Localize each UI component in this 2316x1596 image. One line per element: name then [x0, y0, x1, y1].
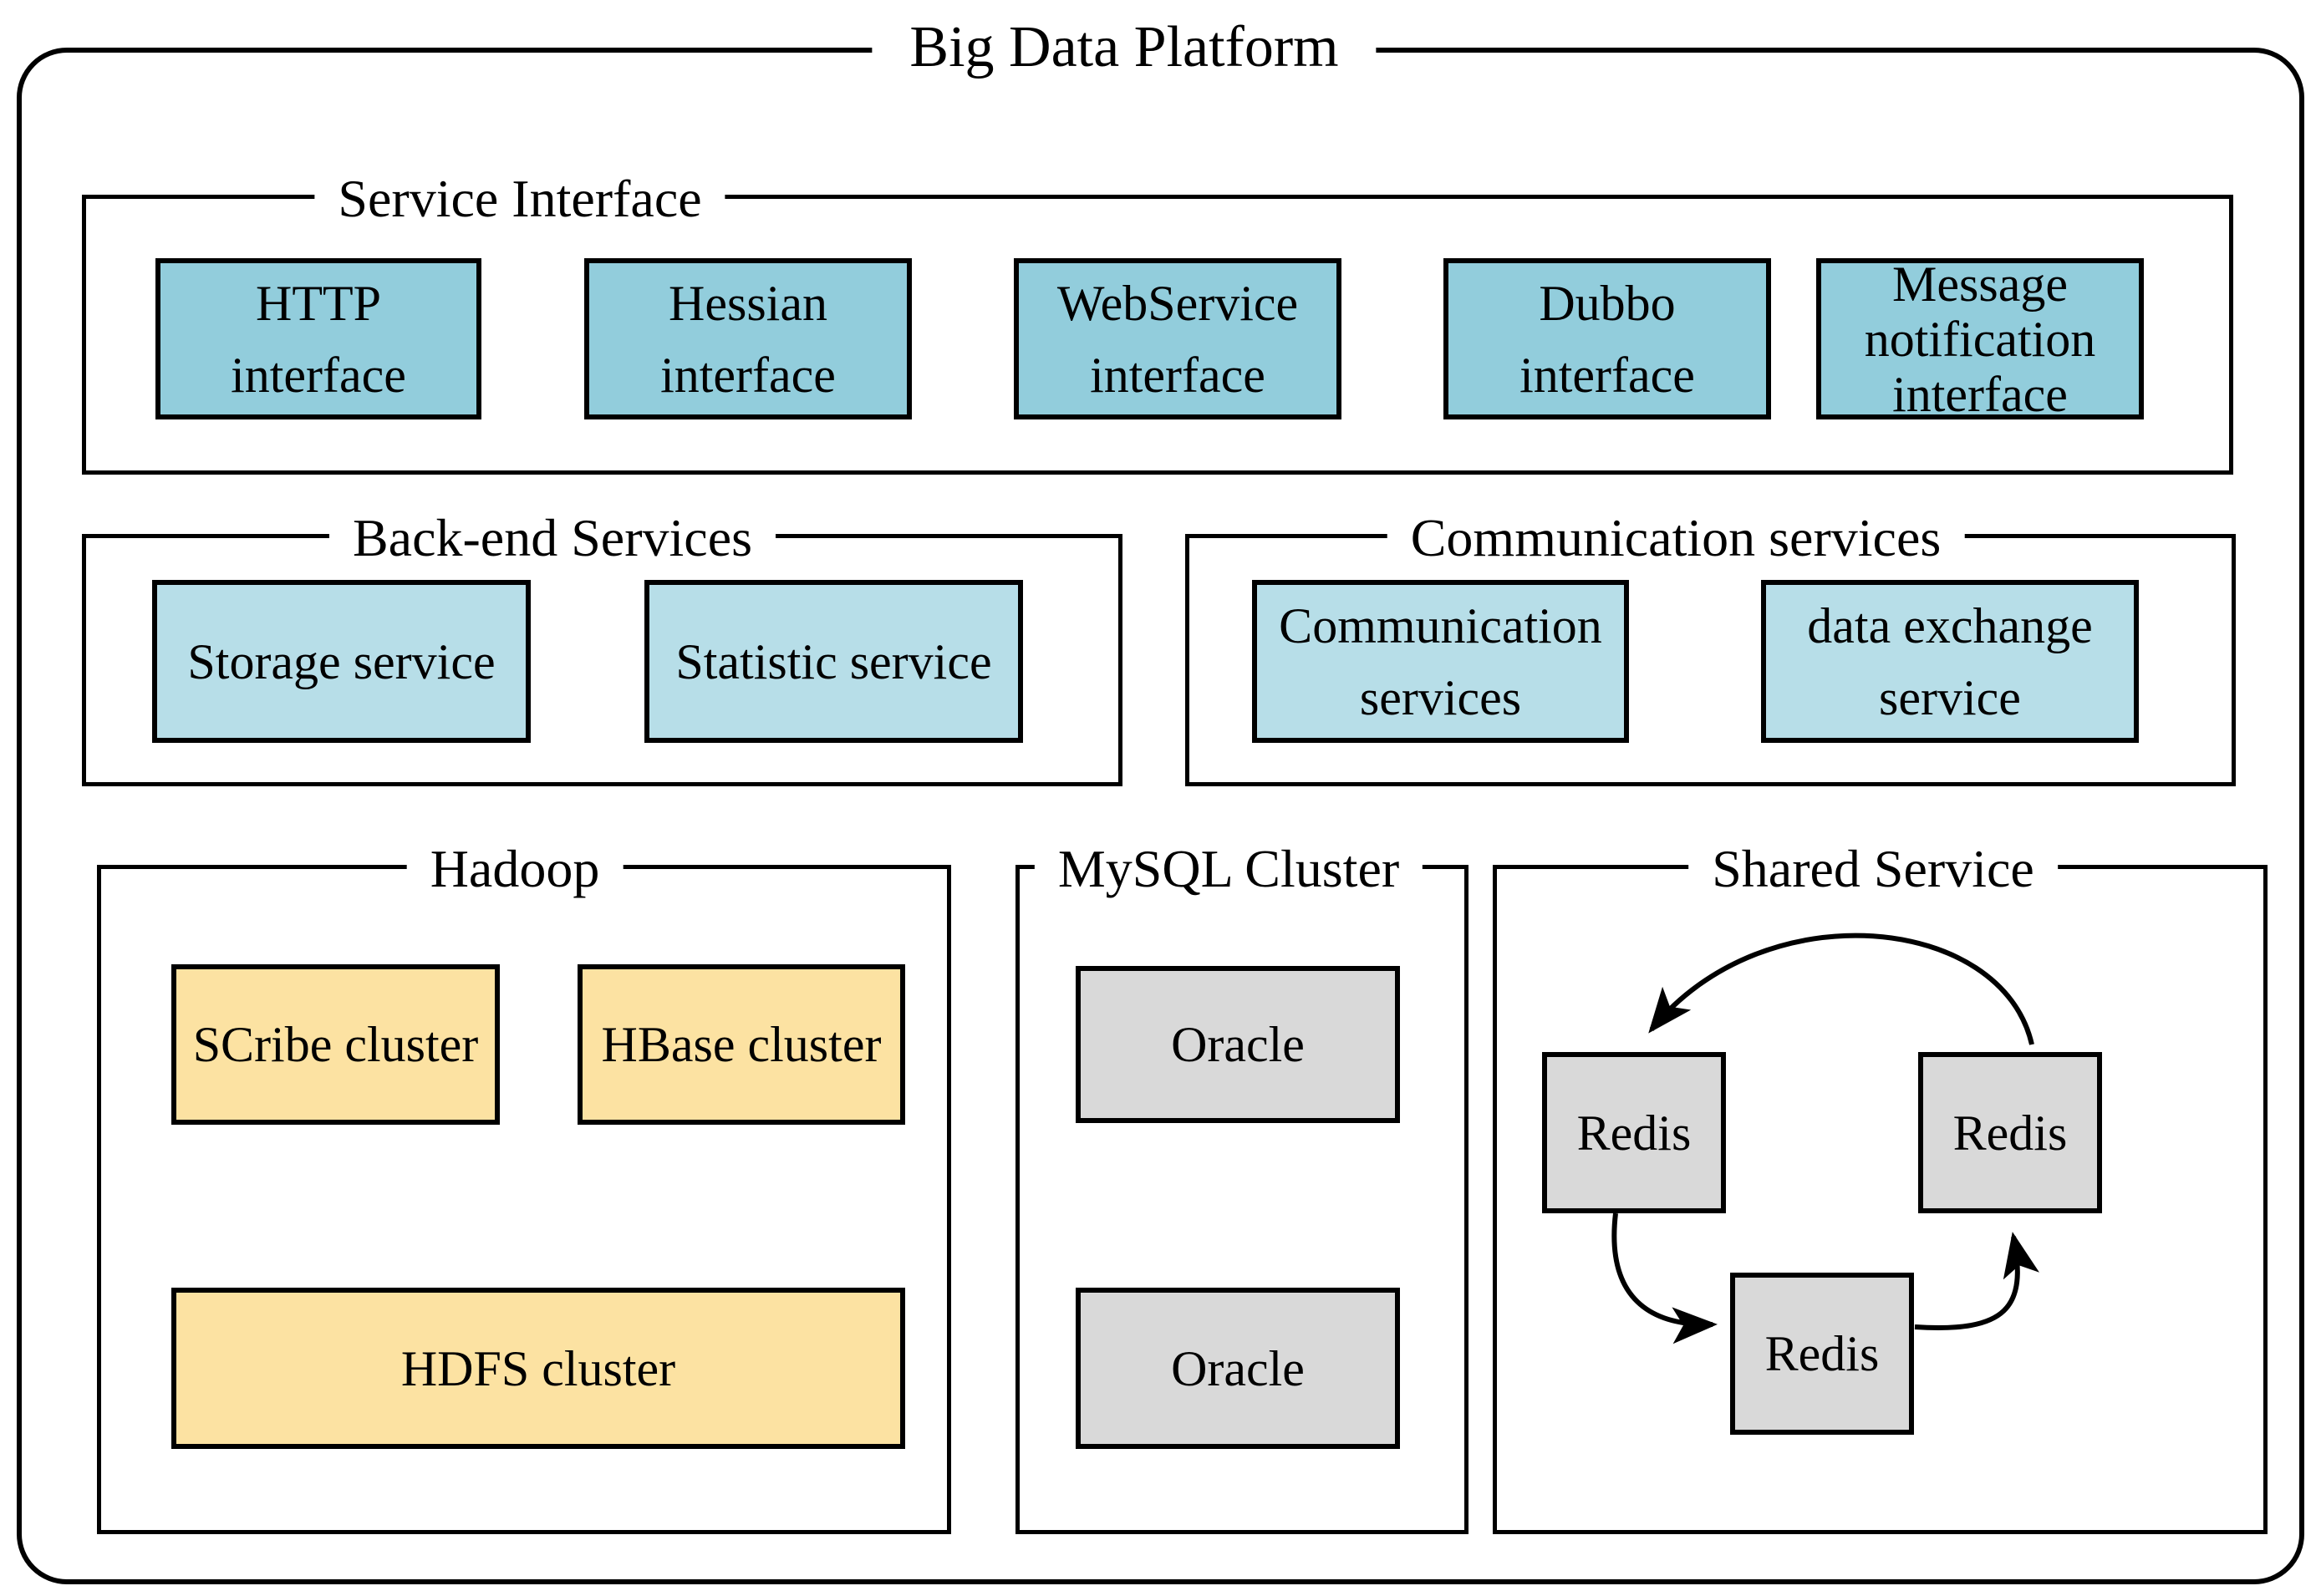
box-label: HDFS cluster — [400, 1340, 676, 1396]
box-label: HTTP — [256, 275, 381, 331]
group-backend-services: Back-end Services Storage service Statis… — [82, 506, 1122, 786]
group-communication-services: Communication services Communication ser… — [1185, 506, 2236, 786]
box-scribe-cluster: SCribe cluster — [171, 964, 500, 1125]
box-hdfs-cluster: HDFS cluster — [171, 1288, 905, 1449]
group-title-backend-services: Back-end Services — [328, 506, 776, 570]
box-label: Communication — [1279, 597, 1602, 653]
box-communication-services: Communication services — [1252, 580, 1629, 743]
box-label: Storage service — [187, 633, 496, 689]
box-dubbo-interface: Dubbo interface — [1443, 258, 1771, 419]
box-oracle-bottom: Oracle — [1076, 1288, 1400, 1449]
diagram-title: Big Data Platform — [872, 12, 1377, 84]
box-label: Statistic service — [675, 633, 992, 689]
box-label: interface — [1892, 366, 2068, 422]
box-label: Redis — [1952, 1105, 2068, 1161]
box-message-notification-interface: Message notification interface — [1816, 256, 2144, 422]
box-redis-right: Redis — [1918, 1052, 2102, 1213]
box-http-interface: HTTP interface — [155, 258, 481, 419]
arrow-redis-left-to-bottom — [1611, 1212, 1718, 1344]
box-redis-bottom: Redis — [1730, 1273, 1914, 1435]
box-statistic-service: Statistic service — [644, 580, 1023, 743]
box-hbase-cluster: HBase cluster — [578, 964, 905, 1125]
box-label: HBase cluster — [601, 1017, 882, 1072]
box-hessian-interface: Hessian interface — [584, 258, 912, 419]
group-title-communication-services: Communication services — [1387, 506, 1965, 570]
box-label: interface — [1090, 347, 1265, 403]
box-label: Oracle — [1171, 1017, 1305, 1072]
box-label: Message — [1892, 256, 2068, 312]
box-label: Redis — [1576, 1105, 1692, 1161]
group-shared-service: Shared Service Redis Redis Redis — [1493, 837, 2268, 1534]
group-title-hadoop: Hadoop — [406, 837, 624, 901]
box-label: Dubbo — [1539, 275, 1676, 331]
box-label: data exchange — [1807, 597, 2093, 653]
box-data-exchange-service: data exchange service — [1761, 580, 2139, 743]
box-label: service — [1879, 669, 2021, 725]
box-label: interface — [1519, 347, 1695, 403]
group-mysql-cluster: MySQL Cluster Oracle Oracle — [1015, 837, 1468, 1534]
box-storage-service: Storage service — [152, 580, 531, 743]
redis-cycle-arrows — [1611, 933, 2039, 1344]
box-oracle-top: Oracle — [1076, 966, 1400, 1123]
group-service-interface: Service Interface HTTP interface Hessian… — [82, 167, 2233, 475]
group-hadoop: Hadoop SCribe cluster HBase cluster HDFS… — [97, 837, 951, 1534]
arrow-redis-right-to-left — [1648, 933, 2034, 1045]
box-webservice-interface: WebService interface — [1014, 258, 1341, 419]
arrow-redis-bottom-to-right — [1914, 1232, 2039, 1330]
box-label: Oracle — [1171, 1340, 1305, 1396]
box-label: WebService — [1056, 275, 1299, 331]
box-label: services — [1359, 669, 1522, 725]
box-label: interface — [231, 347, 406, 403]
box-label: SCribe cluster — [192, 1017, 479, 1072]
group-title-mysql-cluster: MySQL Cluster — [1034, 837, 1423, 901]
box-label: interface — [660, 347, 836, 403]
box-label: notification — [1864, 311, 2096, 367]
box-label: Hessian — [669, 275, 827, 331]
group-title-service-interface: Service Interface — [314, 167, 725, 231]
group-title-shared-service: Shared Service — [1688, 837, 2058, 901]
box-redis-left: Redis — [1542, 1052, 1726, 1213]
box-label: Redis — [1764, 1326, 1880, 1381]
